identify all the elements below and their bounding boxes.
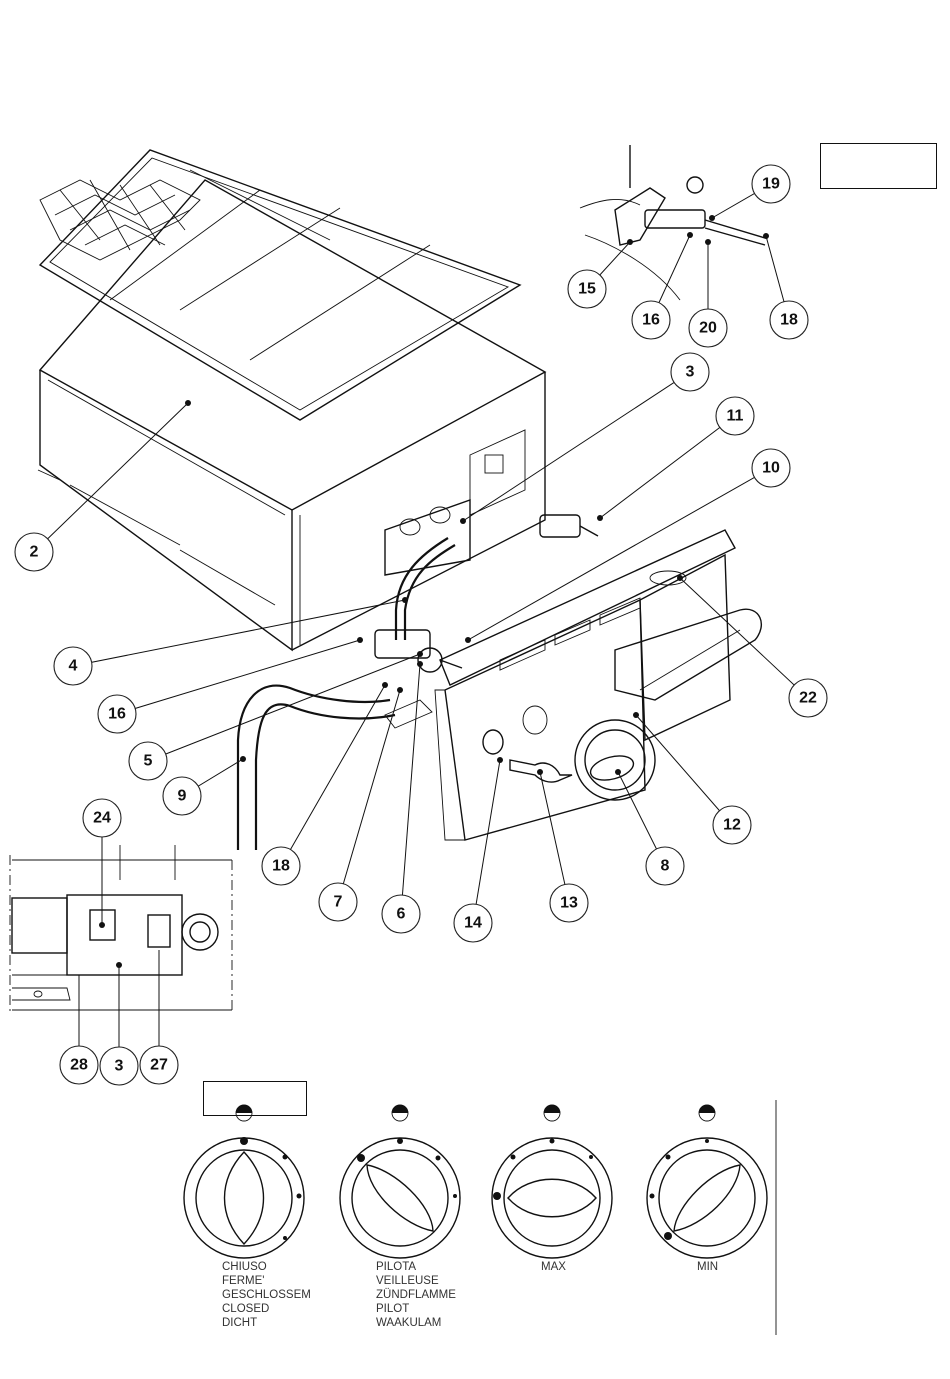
knob-closed bbox=[184, 1105, 304, 1258]
gas-assembly bbox=[238, 515, 761, 850]
callout-15: 15 bbox=[568, 270, 606, 308]
svg-text:CLOSED: CLOSED bbox=[222, 1303, 269, 1315]
caption-closed: CHIUSO FERME' GESCHLOSSEM CLOSED DICHT bbox=[222, 1261, 311, 1329]
svg-text:6: 6 bbox=[397, 906, 406, 923]
svg-text:24: 24 bbox=[93, 810, 111, 827]
callout-9: 9 bbox=[163, 777, 201, 815]
callout-27: 27 bbox=[140, 1046, 178, 1084]
callout-12: 12 bbox=[713, 806, 751, 844]
svg-text:WAAKULAM: WAAKULAM bbox=[376, 1317, 441, 1329]
svg-text:FERME': FERME' bbox=[222, 1275, 264, 1287]
svg-text:ZÜNDFLAMME: ZÜNDFLAMME bbox=[376, 1289, 456, 1301]
callout-19: 19 bbox=[752, 165, 790, 203]
callout-13: 13 bbox=[550, 884, 588, 922]
svg-text:19: 19 bbox=[762, 176, 780, 193]
callout-8: 8 bbox=[646, 847, 684, 885]
callout-18-detail: 18 bbox=[770, 301, 808, 339]
svg-text:28: 28 bbox=[70, 1057, 88, 1074]
svg-text:DICHT: DICHT bbox=[222, 1317, 257, 1329]
knob-max bbox=[492, 1105, 612, 1258]
callout-16-detail: 16 bbox=[632, 301, 670, 339]
svg-text:5: 5 bbox=[144, 753, 153, 770]
svg-text:PILOT: PILOT bbox=[376, 1303, 409, 1315]
svg-text:15: 15 bbox=[578, 281, 596, 298]
svg-text:10: 10 bbox=[762, 460, 780, 477]
callout-3: 3 bbox=[671, 353, 709, 391]
svg-text:16: 16 bbox=[642, 312, 660, 329]
callout-18-main: 18 bbox=[262, 847, 300, 885]
grill-grate bbox=[40, 150, 520, 420]
callout-5: 5 bbox=[129, 742, 167, 780]
svg-text:9: 9 bbox=[178, 788, 187, 805]
callout-14: 14 bbox=[454, 904, 492, 942]
svg-text:PILOTA: PILOTA bbox=[376, 1261, 416, 1273]
caption-max: MAX bbox=[541, 1261, 566, 1273]
svg-text:18: 18 bbox=[272, 858, 290, 875]
callout-4: 4 bbox=[54, 647, 92, 685]
callout-24: 24 bbox=[83, 799, 121, 837]
svg-text:CHIUSO: CHIUSO bbox=[222, 1261, 267, 1273]
svg-text:3: 3 bbox=[686, 364, 695, 381]
svg-text:20: 20 bbox=[699, 320, 717, 337]
svg-text:13: 13 bbox=[560, 895, 578, 912]
svg-text:VEILLEUSE: VEILLEUSE bbox=[376, 1275, 439, 1287]
callout-11: 11 bbox=[716, 397, 754, 435]
svg-text:22: 22 bbox=[799, 690, 817, 707]
knob-pilot bbox=[340, 1105, 460, 1258]
callout-3-detail: 3 bbox=[100, 1047, 138, 1085]
callout-2: 2 bbox=[15, 533, 53, 571]
svg-text:4: 4 bbox=[69, 658, 78, 675]
callout-leaders bbox=[34, 184, 808, 1065]
svg-text:16: 16 bbox=[108, 706, 126, 723]
svg-text:14: 14 bbox=[464, 915, 482, 932]
svg-text:18: 18 bbox=[780, 312, 798, 329]
callout-7: 7 bbox=[319, 883, 357, 921]
svg-text:MAX: MAX bbox=[541, 1261, 566, 1273]
callout-16-main: 16 bbox=[98, 695, 136, 733]
svg-text:8: 8 bbox=[661, 858, 670, 875]
callout-20: 20 bbox=[689, 309, 727, 347]
svg-text:3: 3 bbox=[115, 1058, 124, 1075]
callout-10: 10 bbox=[752, 449, 790, 487]
callout-6: 6 bbox=[382, 895, 420, 933]
svg-text:27: 27 bbox=[150, 1057, 168, 1074]
svg-text:7: 7 bbox=[334, 894, 343, 911]
svg-text:MIN: MIN bbox=[697, 1261, 718, 1273]
caption-min: MIN bbox=[697, 1261, 718, 1273]
callout-22: 22 bbox=[789, 679, 827, 717]
burner-section-detail bbox=[10, 845, 232, 1015]
callout-28: 28 bbox=[60, 1046, 98, 1084]
caption-pilot: PILOTA VEILLEUSE ZÜNDFLAMME PILOT WAAKUL… bbox=[376, 1261, 456, 1329]
svg-text:11: 11 bbox=[727, 408, 744, 425]
knob-min bbox=[647, 1105, 767, 1258]
thermocouple-detail bbox=[580, 145, 765, 300]
svg-text:GESCHLOSSEM: GESCHLOSSEM bbox=[222, 1289, 311, 1301]
svg-text:12: 12 bbox=[723, 817, 741, 834]
svg-text:2: 2 bbox=[30, 544, 39, 561]
